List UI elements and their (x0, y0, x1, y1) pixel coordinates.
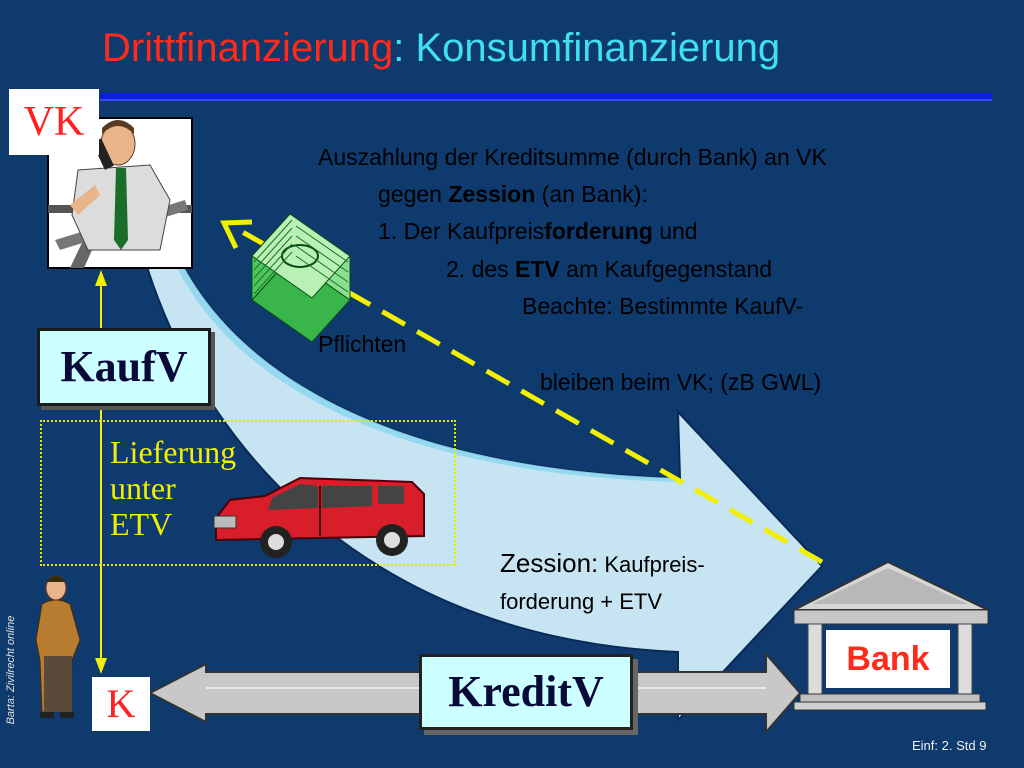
vertical-arrowhead-down (95, 658, 107, 674)
delivery-van-icon (213, 476, 425, 558)
kreditv-box: KreditV (419, 654, 633, 730)
title-part-2: Konsumfinanzierung (404, 26, 781, 70)
kaufv-box: KaufV (37, 328, 211, 406)
zession-text-line-2: forderung + ETV (500, 589, 663, 614)
side-note-text: Barta: Zivilrecht online (5, 615, 17, 725)
buyer-figure (35, 575, 81, 718)
text-line-3: 1. Der Kaufpreisforderung und (378, 218, 698, 244)
text-line-4: 2. des ETV am Kaufgegenstand (446, 256, 773, 282)
title-part-1: Drittfinanzierung (102, 26, 394, 70)
delivery-line-2: unter (110, 470, 176, 506)
vk-label: VK (9, 89, 99, 155)
zession-text-line-1: Zession: Kaufpreis- (500, 548, 705, 578)
seller-figure (48, 120, 192, 268)
title-colon: : (393, 26, 405, 70)
bank-building-icon (793, 560, 989, 711)
text-line-2: gegen Zession (an Bank): (378, 181, 648, 207)
text-line-6: Pflichten (318, 331, 407, 357)
delivery-dotted-frame (40, 420, 456, 566)
k-label: K (92, 677, 150, 731)
bank-label: Bank (826, 630, 950, 688)
title-rule (100, 93, 992, 101)
slide-footer: Einf: 2. Std 9 (912, 738, 987, 753)
delivery-line-1: Lieferung (110, 434, 237, 470)
slide-title: Drittfinanzierung: Konsumfinanzierung (102, 26, 780, 71)
side-note: Barta: Zivilrecht online (0, 600, 20, 750)
payment-arrowhead (220, 219, 253, 250)
delivery-line-3: ETV (110, 506, 173, 542)
text-line-7: bleiben beim VK; (zB GWL) (540, 369, 822, 395)
money-stack-icon (251, 212, 351, 343)
text-line-5: Beachte: Bestimmte KaufV- (522, 293, 804, 319)
vertical-arrowhead-up (95, 270, 107, 286)
text-line-1: Auszahlung der Kreditsumme (durch Bank) … (318, 144, 827, 170)
